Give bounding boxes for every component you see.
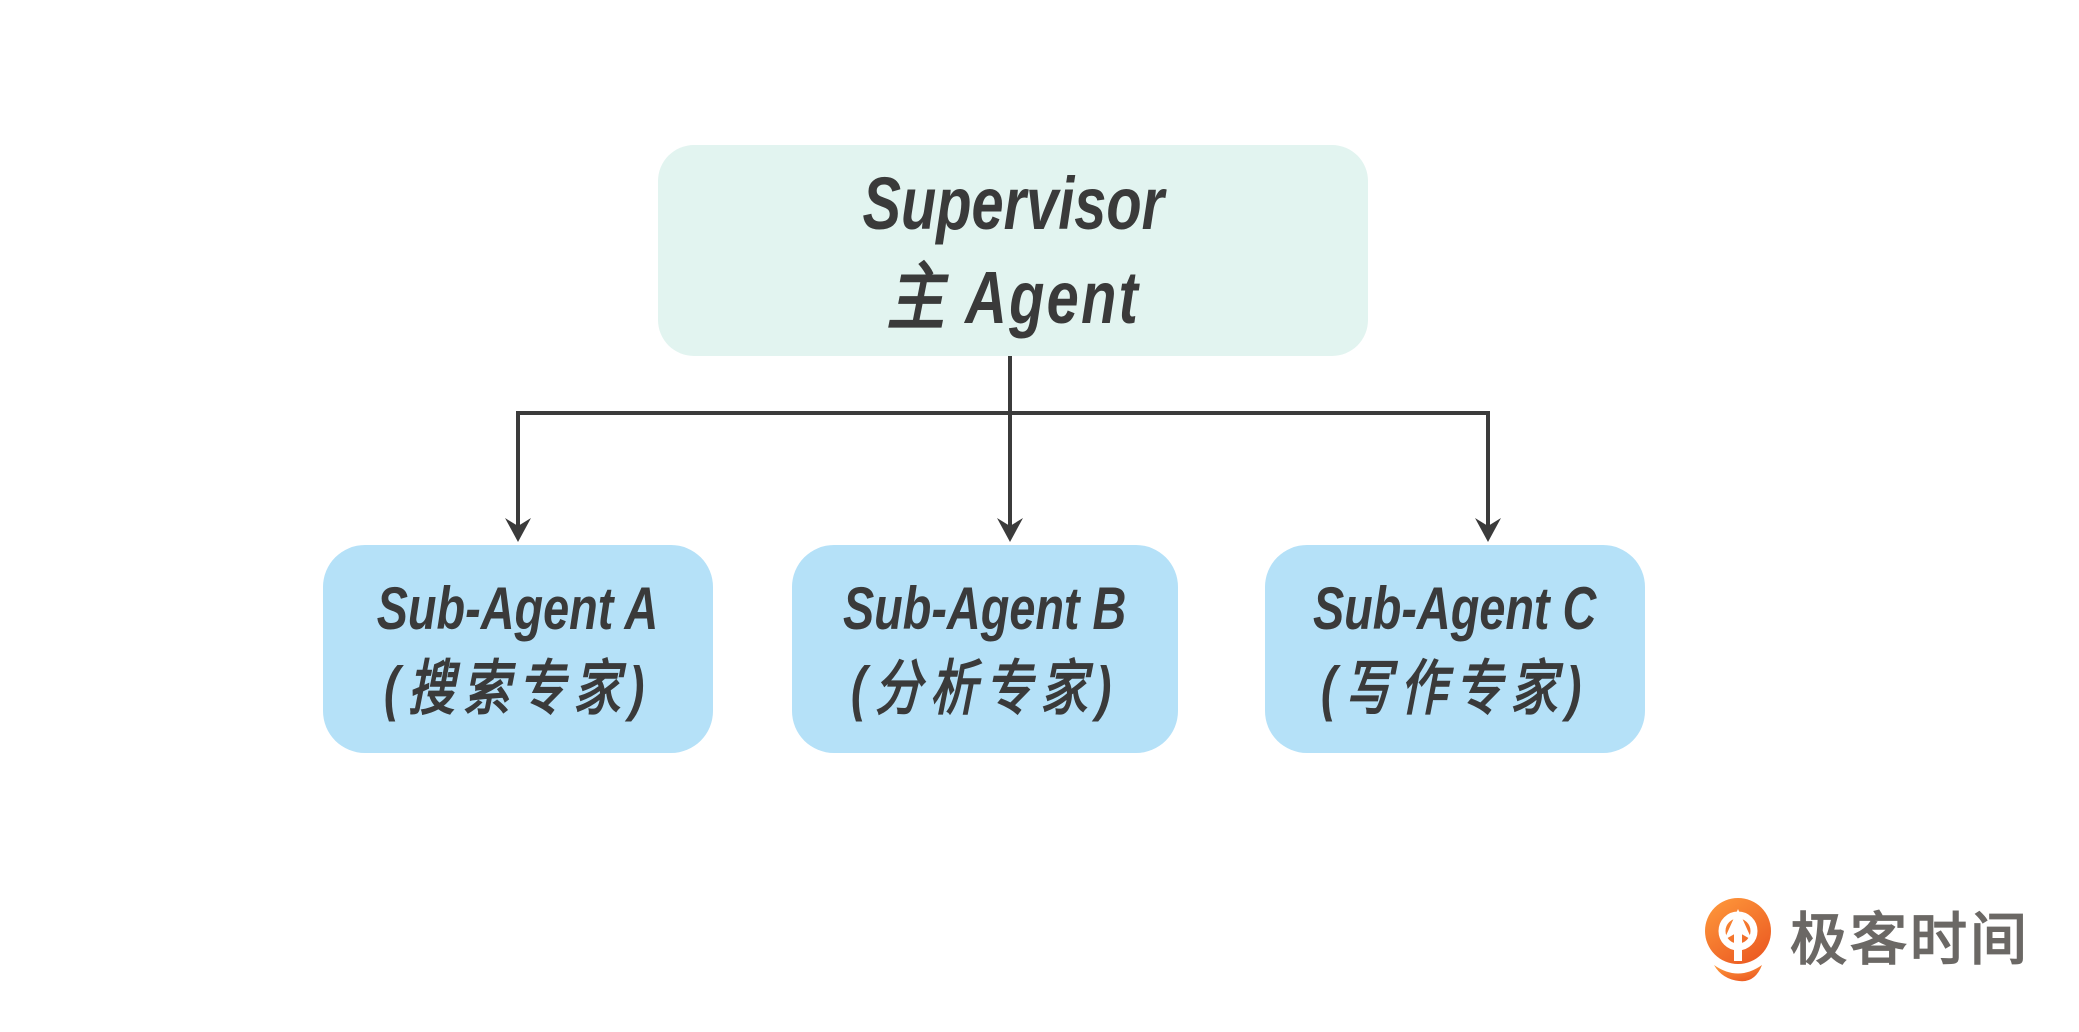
supervisor-title: Supervisor bbox=[862, 161, 1164, 245]
sub-agent-a-node: Sub-Agent A (搜索专家) bbox=[323, 545, 713, 753]
sub-agent-b-node: Sub-Agent B (分析专家) bbox=[792, 545, 1178, 753]
sub-agent-b-title: Sub-Agent B bbox=[843, 575, 1127, 642]
geektime-logo: 极客时间 bbox=[1702, 898, 2030, 982]
sub-agent-c-title: Sub-Agent C bbox=[1313, 575, 1597, 642]
geektime-logo-text: 极客时间 bbox=[1790, 908, 2030, 972]
sub-agent-a-title: Sub-Agent A bbox=[377, 575, 659, 642]
supervisor-node: Supervisor 主 Agent bbox=[658, 145, 1368, 356]
supervisor-subtitle: 主 Agent bbox=[886, 255, 1140, 339]
sub-agent-a-subtitle: (搜索专家) bbox=[383, 655, 653, 722]
sub-agent-b-subtitle: (分析专家) bbox=[850, 655, 1120, 722]
geektime-pin-icon bbox=[1705, 898, 1771, 982]
arrowhead-b-icon bbox=[997, 518, 1023, 542]
sub-agent-c-subtitle: (写作专家) bbox=[1320, 655, 1590, 722]
arrowhead-a-icon bbox=[505, 518, 531, 542]
sub-agent-c-node: Sub-Agent C (写作专家) bbox=[1265, 545, 1645, 753]
arrowhead-c-icon bbox=[1475, 518, 1501, 542]
